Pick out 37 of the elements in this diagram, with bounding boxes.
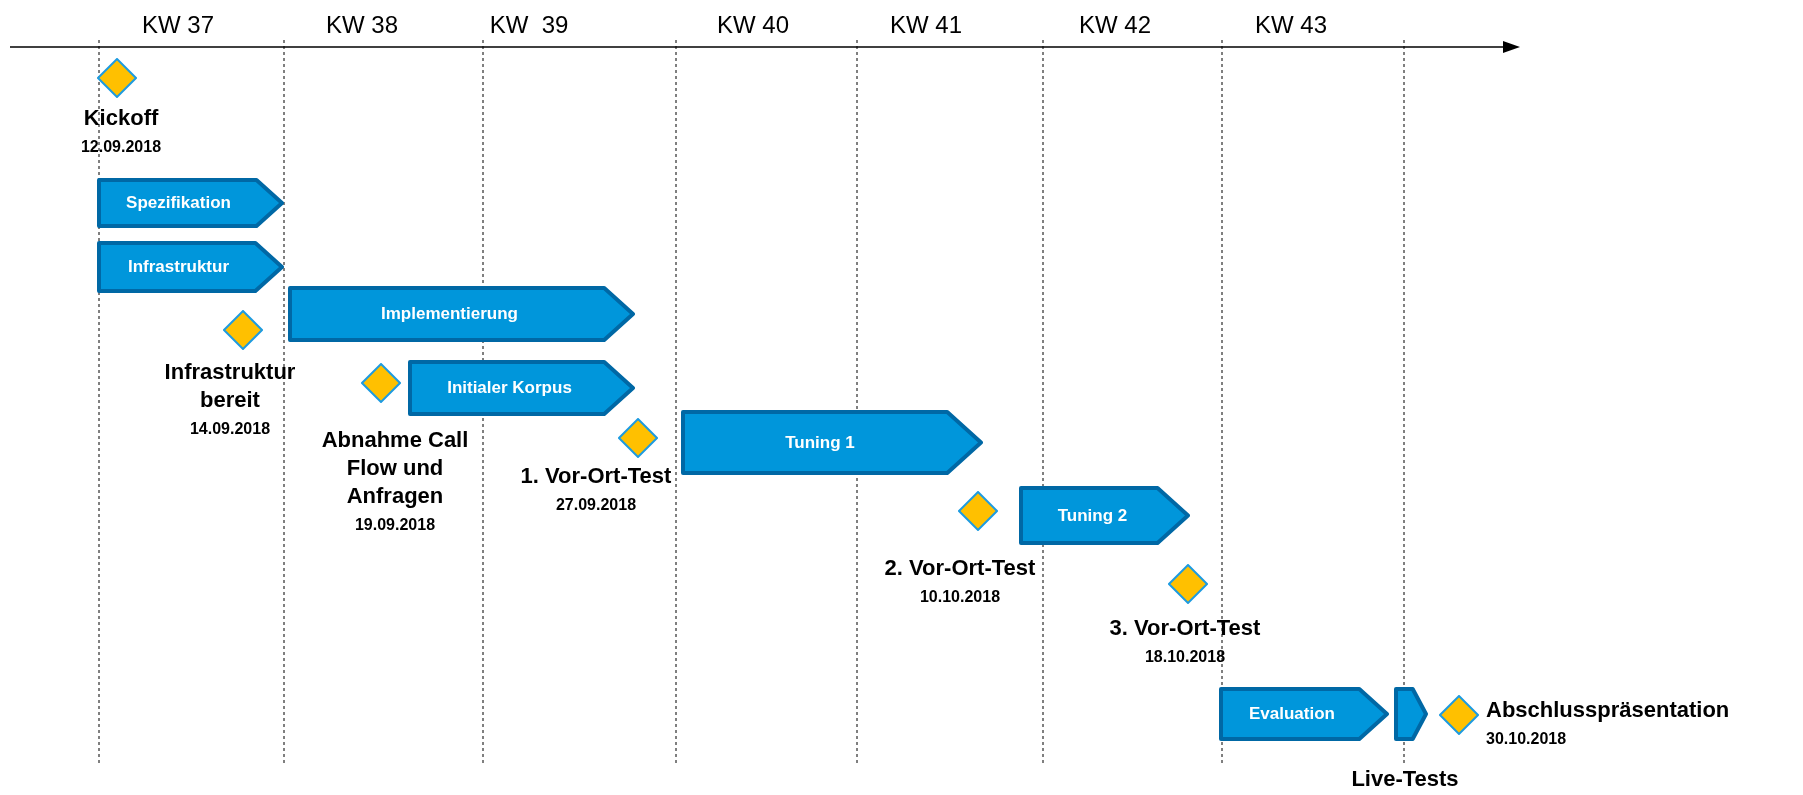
milestone-date: 19.09.2018 bbox=[354, 515, 436, 535]
milestone-diamond bbox=[361, 363, 401, 403]
milestone-label: Live-Tests bbox=[1351, 765, 1459, 793]
week-label: KW 40 bbox=[717, 11, 789, 39]
milestone-date: 18.10.2018 bbox=[1144, 647, 1226, 667]
milestone-date: 30.10.2018 bbox=[1486, 729, 1567, 749]
milestone-label: Abschlusspräsentation bbox=[1486, 696, 1730, 724]
milestone-label: Abnahme Call Flow und Anfragen bbox=[320, 426, 470, 510]
milestone-label: Kickoff bbox=[83, 104, 159, 132]
milestone-date: 12.09.2018 bbox=[80, 137, 162, 157]
milestone-date: 10.10.2018 bbox=[919, 587, 1001, 607]
task-bar: Implementierung bbox=[288, 286, 635, 342]
task-bar: Spezifikation bbox=[97, 178, 284, 228]
week-label: KW 41 bbox=[890, 11, 962, 39]
milestone-label: 1. Vor-Ort-Test bbox=[520, 462, 672, 490]
milestone-diamond bbox=[1439, 695, 1479, 735]
milestone-diamond bbox=[958, 491, 998, 531]
milestone-date: 27.09.2018 bbox=[555, 495, 637, 515]
task-bar: Evaluation bbox=[1219, 687, 1389, 741]
milestone-date: 14.09.2018 bbox=[189, 419, 271, 439]
week-label: KW 37 bbox=[142, 11, 214, 39]
milestone-label: 3. Vor-Ort-Test bbox=[1109, 614, 1261, 642]
task-bar: Tuning 2 bbox=[1019, 486, 1190, 545]
milestone-label: Infrastruktur bereit bbox=[163, 358, 297, 414]
week-label: KW 39 bbox=[489, 11, 569, 39]
milestone-diamond bbox=[223, 310, 263, 350]
week-label: KW 43 bbox=[1255, 11, 1327, 39]
week-label: KW 42 bbox=[1079, 11, 1151, 39]
task-bar: Initialer Korpus bbox=[408, 360, 635, 416]
milestone-diamond bbox=[618, 418, 658, 458]
milestone-diamond bbox=[1168, 564, 1208, 604]
milestone-label: 2. Vor-Ort-Test bbox=[884, 554, 1036, 582]
task-bar: Infrastruktur bbox=[97, 241, 284, 293]
task-bar: Tuning 1 bbox=[681, 410, 983, 475]
week-label: KW 38 bbox=[326, 11, 398, 39]
milestone-diamond bbox=[97, 58, 137, 98]
task-bar bbox=[1394, 687, 1428, 741]
